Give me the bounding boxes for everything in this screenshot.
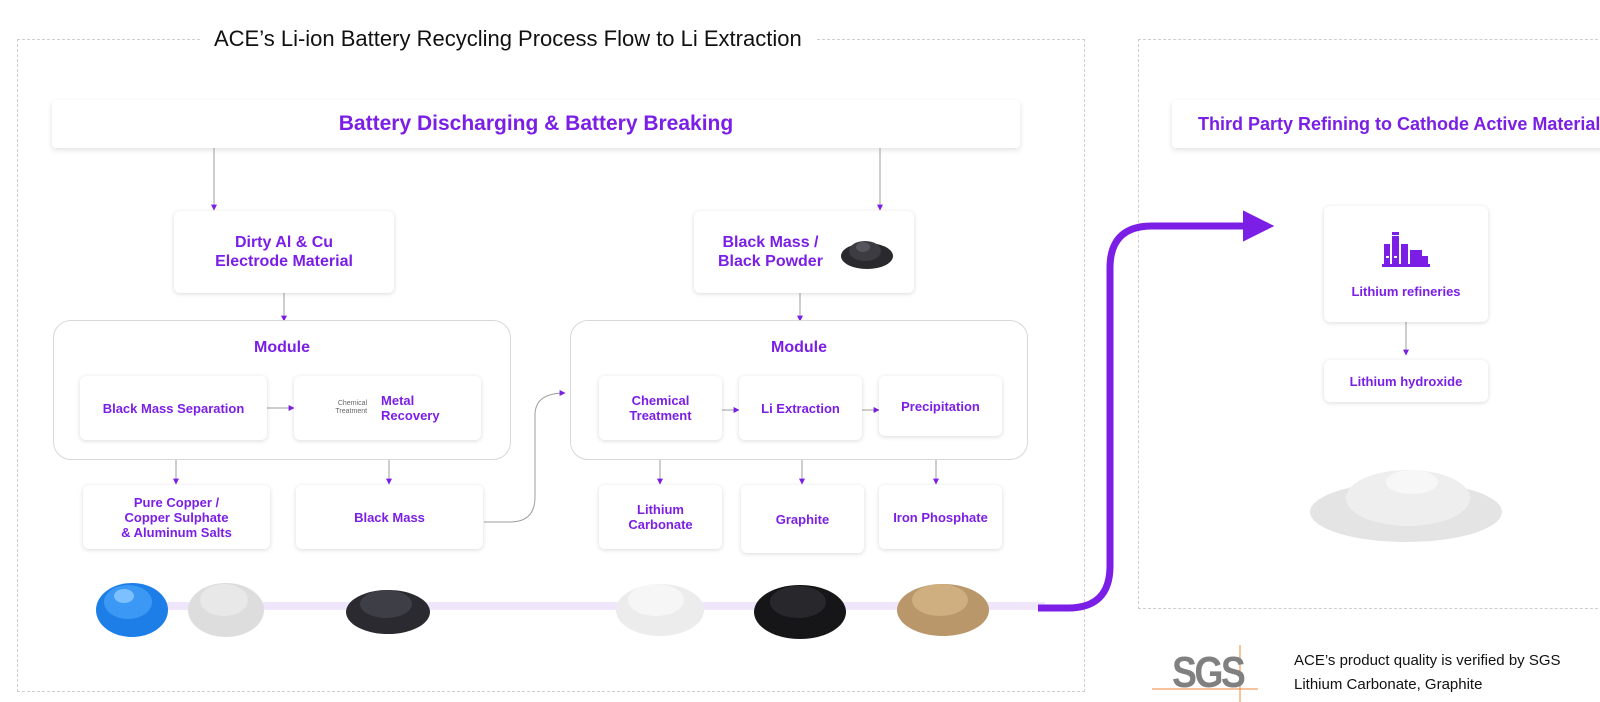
step-black-mass-separation: Black Mass Separation	[80, 376, 267, 440]
black-powder-icon	[840, 241, 893, 269]
sgs-logo: SGS	[1172, 648, 1246, 697]
output-pure-copper: Pure Copper / Copper Sulphate & Aluminum…	[83, 485, 270, 549]
module-right: Module	[570, 320, 1028, 460]
black-mass-powder-line2: Black Powder	[718, 253, 823, 270]
quality-note-line1: ACE’s product quality is verified by SGS	[1294, 652, 1561, 669]
page-title: ACE’s Li-ion Battery Recycling Process F…	[200, 26, 816, 52]
pure-copper-line3: & Aluminum Salts	[121, 524, 232, 540]
banner-discharging: Battery Discharging & Battery Breaking	[52, 100, 1020, 148]
output-black-mass: Black Mass	[296, 485, 483, 549]
output-lithium-carbonate: Lithium Carbonate	[599, 485, 722, 549]
metal-recovery-line1: Metal	[381, 393, 415, 408]
dirty-electrode-line2: Electrode Material	[215, 253, 353, 270]
black-mass-powder-card: Black Mass / Black Powder	[694, 211, 914, 293]
lithium-carbonate-line2: Carbonate	[628, 517, 693, 532]
step-chemical-treatment: Chemical Treatment	[599, 376, 722, 440]
black-mass-powder-line1: Black Mass /	[722, 234, 819, 251]
step-li-extraction: Li Extraction	[739, 376, 862, 440]
process-frame-right	[1138, 39, 1600, 609]
factory-icon	[1382, 231, 1430, 267]
step-metal-recovery: Chemical Treatment Metal Recovery	[294, 376, 481, 440]
lithium-carbonate-line1: Lithium	[637, 502, 684, 517]
output-iron-phosphate: Iron Phosphate	[879, 485, 1002, 549]
pure-copper-line1: Pure Copper /	[133, 494, 220, 510]
chemical-treatment-line1: Chemical	[631, 393, 690, 408]
module-left: Module	[53, 320, 511, 460]
chemical-treatment-small-label: Chemical Treatment	[335, 400, 368, 415]
chemical-treatment-line2: Treatment	[629, 408, 692, 423]
dirty-electrode-card: Dirty Al & Cu Electrode Material	[174, 211, 394, 293]
step-precipitation: Precipitation	[879, 376, 1002, 436]
lithium-hydroxide-card: Lithium hydroxide	[1324, 360, 1488, 402]
output-graphite: Graphite	[741, 485, 864, 553]
module-left-title: Module	[254, 339, 310, 356]
flow-to-refining-arrow	[1038, 210, 1275, 612]
material-flow-band	[100, 602, 1045, 610]
dirty-electrode-line1: Dirty Al & Cu	[234, 234, 334, 251]
lithium-refineries-label: Lithium refineries	[1351, 283, 1461, 299]
module-right-title: Module	[771, 339, 827, 356]
banner-third-party-refining: Third Party Refining to Cathode Active M…	[1172, 100, 1600, 148]
quality-note: ACE’s product quality is verified by SGS…	[1294, 649, 1561, 697]
metal-recovery-line2: Recovery	[381, 408, 440, 423]
lithium-refineries-card: Lithium refineries	[1324, 206, 1488, 322]
pure-copper-line2: Copper Sulphate	[124, 509, 229, 525]
quality-note-line2: Lithium Carbonate, Graphite	[1294, 676, 1483, 693]
